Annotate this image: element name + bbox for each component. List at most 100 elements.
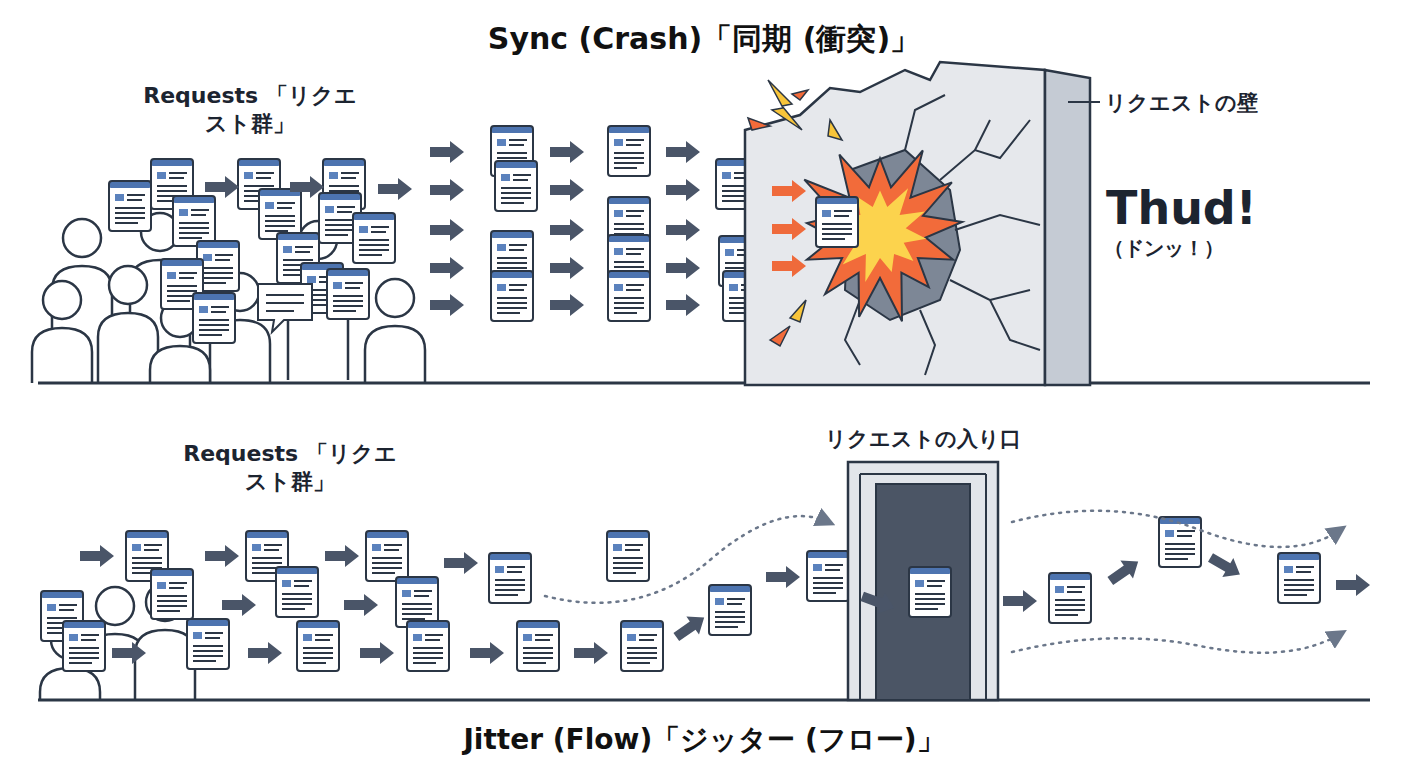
- flow-arrow: [325, 545, 359, 567]
- flow-arrow: [80, 545, 114, 567]
- request-doc: [63, 621, 105, 671]
- node-shape: [745, 60, 1090, 385]
- person-icon: [130, 213, 190, 372]
- flow-path: [1012, 511, 1340, 547]
- flow-arrow: [550, 141, 584, 163]
- request-doc: [126, 531, 168, 581]
- request-doc: [238, 159, 280, 209]
- flow-arrow: [430, 219, 464, 241]
- flow-arrow: [550, 257, 584, 279]
- request-doc: [489, 553, 531, 603]
- sync-stream: [430, 126, 765, 321]
- request-doc: [276, 567, 318, 617]
- sound-effect: Thud!: [1106, 180, 1306, 238]
- request-doc: [608, 197, 650, 247]
- person-icon: [32, 281, 92, 383]
- request-doc: [366, 531, 408, 581]
- flow-arrow: [444, 552, 478, 574]
- ground-line: [38, 699, 1370, 702]
- request-doc: [353, 213, 395, 263]
- flow-arrow: [666, 141, 700, 163]
- request-doc: [407, 621, 449, 671]
- person-icon: [52, 219, 112, 378]
- door-frame: [848, 462, 998, 700]
- flow-arrow: [430, 141, 464, 163]
- request-doc: [608, 271, 650, 321]
- group-label: Requests 「リクエスト群」: [180, 440, 400, 495]
- request-doc: [151, 569, 193, 619]
- person-icon: [40, 621, 100, 700]
- request-doc: [608, 126, 650, 176]
- ground-line: [38, 382, 1370, 385]
- diagram-caption: Jitter (Flow)「ジッター (フロー)」: [0, 722, 1408, 757]
- request-doc: [396, 577, 438, 627]
- request-doc: [1159, 517, 1201, 567]
- flow-arrow: [430, 179, 464, 201]
- request-doc: [1049, 573, 1091, 623]
- sound-effect: （ドンッ！）: [1104, 236, 1304, 261]
- flow-arrow: [766, 566, 800, 588]
- request-wall: リクエストの壁: [745, 60, 1090, 385]
- flow-arrow: [550, 179, 584, 201]
- request-cluster: [109, 159, 412, 343]
- flow-arrow: [205, 545, 239, 567]
- crowd: [32, 213, 425, 383]
- request-doc: [491, 231, 533, 281]
- flow-arrow: [670, 608, 710, 646]
- jitter-stream: [41, 511, 1370, 671]
- request-doc: [491, 271, 533, 321]
- request-doc: [187, 619, 229, 669]
- flow-arrow: [344, 594, 378, 616]
- request-doc: [41, 591, 83, 641]
- request-doc: [193, 293, 235, 343]
- flow-arrow: [666, 294, 700, 316]
- flow-arrow: [666, 179, 700, 201]
- request-doc: [607, 531, 649, 581]
- request-doc: [259, 189, 301, 239]
- request-doc: [297, 621, 339, 671]
- flow-arrow: [1003, 590, 1037, 612]
- person-icon: [210, 273, 270, 383]
- request-doc: [246, 531, 288, 581]
- request-doc: [301, 263, 343, 313]
- node-label: リクエストの壁: [1105, 90, 1325, 116]
- request-doc: [327, 269, 369, 319]
- crowd: [40, 583, 195, 700]
- request-doc: [319, 193, 361, 243]
- flow-arrow: [430, 294, 464, 316]
- request-door: リクエストの入り口: [848, 462, 998, 700]
- flow-arrow: [666, 257, 700, 279]
- flow-arrow: [1104, 552, 1144, 590]
- wall-face: [745, 62, 1045, 385]
- person-icon: [135, 583, 195, 700]
- flow-arrow: [574, 642, 608, 664]
- node-label: リクエストの入り口: [788, 426, 1058, 452]
- flow-arrow: [360, 642, 394, 664]
- request-doc: [277, 233, 319, 283]
- person-icon: [98, 266, 158, 383]
- request-doc: [709, 585, 751, 635]
- node-shape: [848, 462, 998, 700]
- speech-bubble: [258, 284, 312, 332]
- diagram-title: Sync (Crash)「同期 (衝突)」: [0, 20, 1408, 58]
- flow-arrow: [1336, 574, 1370, 596]
- flow-arrow: [470, 642, 504, 664]
- flow-arrow: [550, 294, 584, 316]
- request-doc: [323, 159, 365, 209]
- request-doc: [161, 259, 203, 309]
- flow-path: [1012, 634, 1340, 653]
- person-icon: [150, 299, 210, 383]
- wall-side: [1045, 70, 1090, 385]
- person-icon: [288, 221, 348, 380]
- flow-path: [545, 516, 828, 603]
- request-doc: [151, 159, 193, 209]
- flow-arrow: [666, 219, 700, 241]
- request-doc: [1278, 553, 1320, 603]
- flow-arrow: [378, 178, 412, 200]
- request-doc: [807, 551, 849, 601]
- flow-arrow: [112, 642, 146, 664]
- flow-arrow: [550, 219, 584, 241]
- flow-arrow: [430, 257, 464, 279]
- request-doc: [495, 161, 537, 211]
